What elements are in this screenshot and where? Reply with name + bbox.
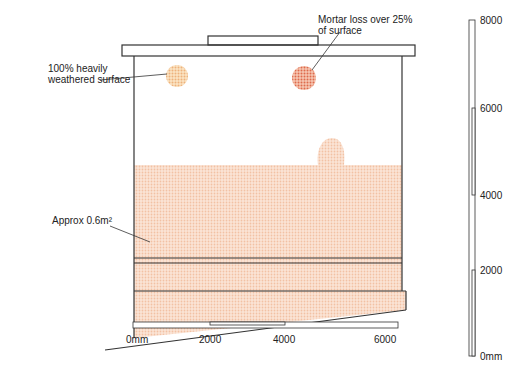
scale-value: 6000: [480, 103, 502, 114]
weathered-spot: [166, 65, 188, 87]
callout-text: Mortar loss over 25% of surface: [318, 14, 418, 36]
pier-outline: [105, 36, 415, 350]
vertical-scale-bar: [469, 20, 475, 356]
scale-value: 2000: [480, 265, 502, 276]
leader-lines: [100, 32, 340, 242]
weathered-area: [134, 138, 402, 258]
scale-value: 4000: [273, 334, 295, 345]
callout-text: 100% heavily weathered surface: [48, 63, 140, 85]
scale-value: 4000: [480, 190, 502, 201]
scale-value: 0mm: [480, 351, 502, 362]
plinth-band: [134, 258, 402, 291]
scale-value: 8000: [480, 15, 502, 26]
horizontal-scale-bar: [133, 322, 398, 328]
scale-value: 6000: [374, 334, 396, 345]
base-band: [134, 291, 406, 338]
scale-value: 0mm: [126, 334, 148, 345]
area-note: Approx 0.6m²: [52, 215, 112, 226]
scale-value: 2000: [199, 334, 221, 345]
